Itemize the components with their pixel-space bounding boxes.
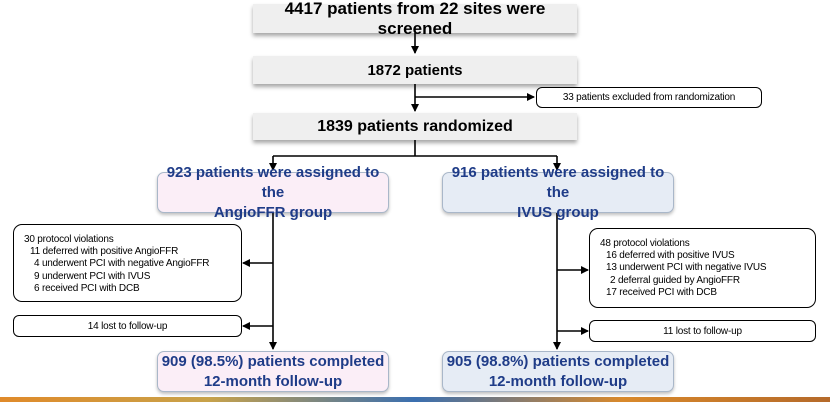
angioffr-violations-box: 30 protocol violations 11 deferred with … (13, 224, 242, 302)
screened-text: 4417 patients from 22 sites were screene… (284, 0, 546, 38)
ivus-assigned-line-1: 916 patients were assigned to the (451, 163, 665, 201)
angioffr-completed-line-1: 909 (98.5%) patients completed (161, 352, 385, 370)
screened-box: 4417 patients from 22 sites were screene… (253, 0, 577, 38)
ivus-completed-line-1: 905 (98.8%) patients completed (446, 352, 670, 370)
angioffr-lost-text: 14 lost to follow-up (87, 320, 168, 332)
angioffr-assigned-line-2: AngioFFR group (213, 203, 333, 221)
ivus-violations-title: 48 protocol violations (600, 238, 690, 249)
ivus-violation-item: 13 underwent PCI with negative IVUS (606, 262, 767, 274)
ivus-lost-text: 11 lost to follow-up (663, 325, 742, 337)
eligible-text: 1872 patients (367, 61, 463, 79)
ivus-violation-item: 2 deferral guided by AngioFFR (610, 274, 740, 286)
ivus-violation-item: 16 deferred with positive IVUS (606, 250, 735, 262)
ivus-lost-box: 11 lost to follow-up (589, 320, 816, 342)
ivus-assigned-line-2: IVUS group (517, 203, 599, 221)
randomized-box: 1839 patients randomized (253, 113, 577, 140)
angioffr-completed-line-2: 12-month follow-up (203, 372, 343, 390)
ivus-violation-item: 17 received PCI with DCB (606, 286, 717, 298)
randomized-text: 1839 patients randomized (317, 117, 513, 135)
angioffr-violation-item: 4 underwent PCI with negative AngioFFR (34, 258, 210, 270)
angioffr-violations-title: 30 protocol violations (24, 234, 114, 245)
ivus-completed-box: 905 (98.8%) patients completed 12-month … (442, 351, 674, 392)
excluded-box: 33 patients excluded from randomization (536, 87, 762, 108)
angioffr-assigned-line-1: 923 patients were assigned to the (166, 163, 380, 201)
eligible-box: 1872 patients (253, 56, 577, 84)
ivus-assigned-box: 916 patients were assigned to the IVUS g… (442, 164, 674, 221)
angioffr-assigned-box: 923 patients were assigned to the AngioF… (157, 164, 389, 221)
ivus-violations-box: 48 protocol violations 16 deferred with … (589, 228, 816, 308)
angioffr-violation-item: 9 underwent PCI with IVUS (34, 270, 151, 282)
angioffr-lost-box: 14 lost to follow-up (13, 315, 242, 337)
bottom-decorative-strip (0, 397, 830, 402)
angioffr-completed-box: 909 (98.5%) patients completed 12-month … (157, 351, 389, 392)
excluded-text: 33 patients excluded from randomization (562, 92, 736, 103)
angioffr-violation-item: 11 deferred with positive AngioFFR (30, 246, 179, 258)
angioffr-violation-item: 6 received PCI with DCB (34, 282, 140, 294)
ivus-completed-line-2: 12-month follow-up (488, 372, 628, 390)
